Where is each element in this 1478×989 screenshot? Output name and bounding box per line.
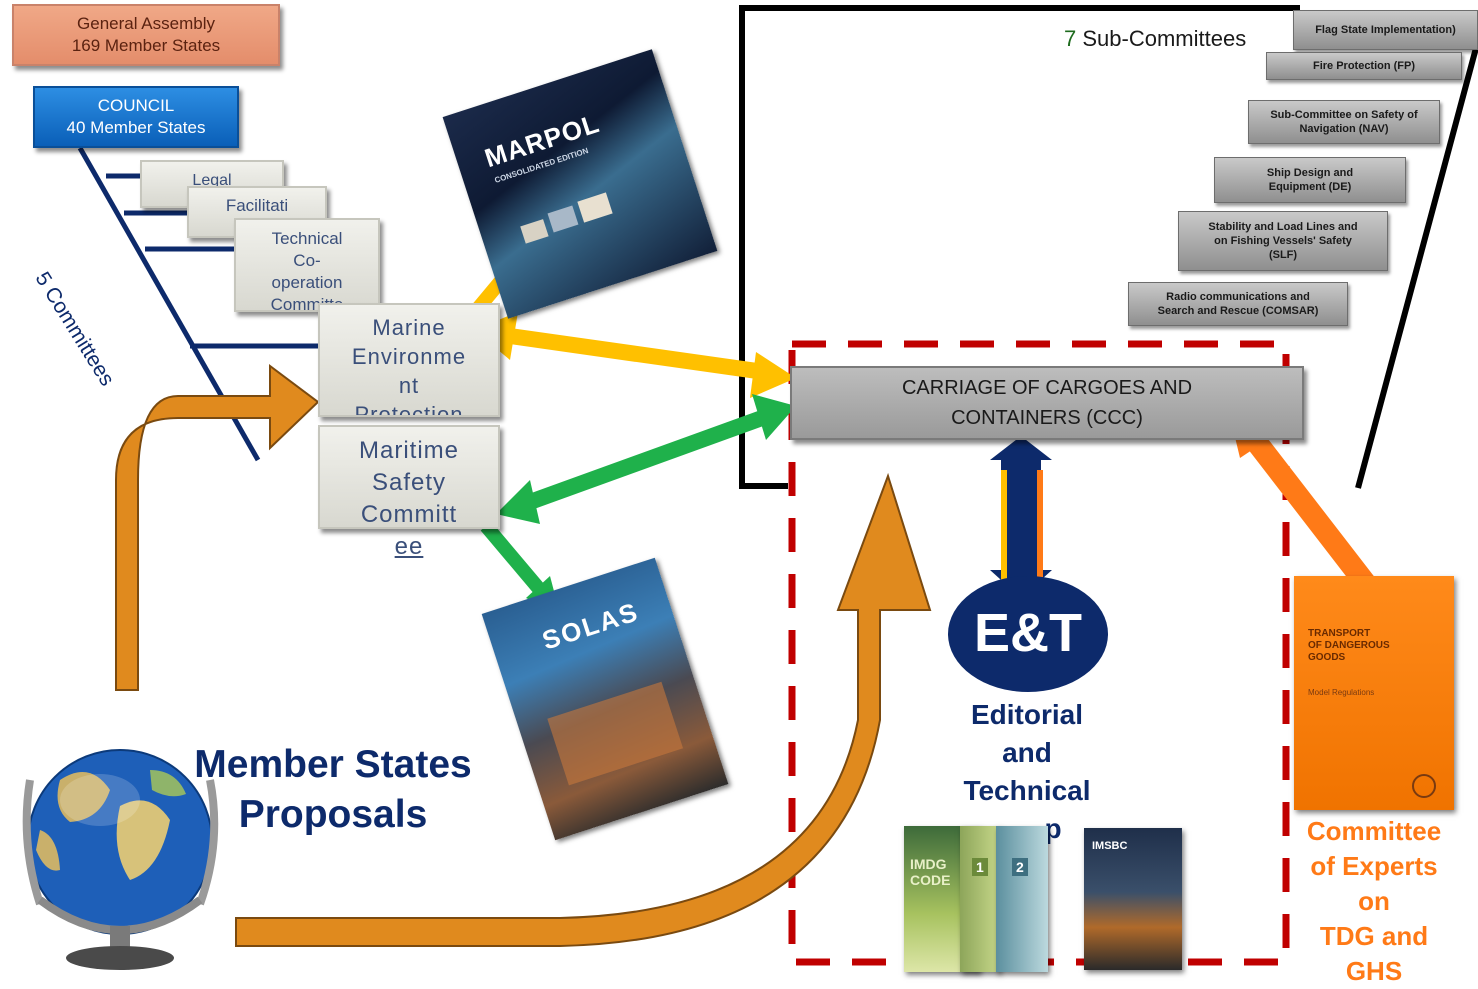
imsbc-title: IMSBC [1092, 840, 1128, 852]
orange-arrow-tdg-ccc [1249, 437, 1375, 591]
et-ellipse [948, 576, 1108, 692]
subcommittee-fp: Fire Protection (FP) [1266, 52, 1462, 80]
council-box: COUNCIL 40 Member States [33, 86, 239, 148]
tdg-line-2: OF DANGEROUS [1308, 640, 1390, 651]
tdg-book-image: TRANSPORT OF DANGEROUS GOODS Model Regul… [1294, 576, 1454, 810]
subcommittees-label: Sub-Committees [1082, 26, 1247, 51]
subcommittee-slf-label: Stability and Load Lines and on Fishing … [1208, 221, 1358, 261]
msc-line-4: ee [394, 533, 424, 560]
msc-line-3: Committ [360, 501, 458, 528]
committee-of-experts-label: Committee of Experts on TDG and GHS [1290, 814, 1458, 989]
subcommittee-comsar: Radio communications and Search and Resc… [1128, 282, 1348, 326]
tdg-line-1: TRANSPORT [1308, 628, 1371, 639]
orange-arrow-to-mepc [115, 364, 320, 691]
et-label-line-3: Technical [963, 775, 1091, 806]
imdg-volume-1-spine: 1 [960, 826, 1000, 972]
ccc-line-1: CARRIAGE OF CARGOES AND [901, 377, 1193, 399]
tc-line-3: operation [271, 273, 343, 292]
et-group-label: Editorial and Technical p [940, 696, 1114, 848]
msc-line-1: Maritime [358, 437, 459, 464]
ccc-box: CARRIAGE OF CARGOES AND CONTAINERS (CCC) [790, 366, 1304, 440]
general-assembly-members: 169 Member States [71, 36, 221, 55]
experts-line-2: of Experts [1310, 851, 1438, 881]
green-arrow-to-solas [480, 521, 546, 595]
legal-committee-label: Legal [192, 172, 232, 189]
member-states-line-2: Proposals [238, 793, 428, 836]
subcommittee-fp-label: Fire Protection (FP) [1312, 60, 1416, 72]
experts-line-4: TDG and [1319, 921, 1429, 951]
ccc-line-2: CONTAINERS (CCC) [951, 407, 1143, 429]
mepc-line-1: Marine [372, 315, 446, 340]
tdg-line-3: GOODS [1308, 652, 1346, 663]
subcommittee-de: Ship Design and Equipment (DE) [1214, 157, 1406, 203]
et-label-line-4: p [1044, 813, 1062, 844]
general-assembly-title: General Assembly [77, 14, 215, 33]
council-title: COUNCIL [97, 96, 175, 115]
experts-line-3: on [1358, 886, 1390, 916]
globe-illustration [22, 749, 219, 970]
et-label-line-2: and [1002, 737, 1052, 768]
et-badge: E&T [974, 603, 1082, 663]
msc-line-2: Safety [371, 469, 447, 496]
subcommittee-fsi-label: Flag State Implementation) [1315, 24, 1456, 36]
subcommittee-comsar-label: Radio communications and Search and Resc… [1157, 291, 1319, 317]
green-arrow-msc-ccc [527, 410, 765, 510]
subcommittee-fsi: Flag State Implementation) [1293, 10, 1478, 50]
yellow-arrow-mepc-ccc [508, 328, 766, 380]
mepc-line-3: nt [398, 373, 420, 398]
subcommittee-nav-label: Sub-Committee on Safety of Navigation (N… [1270, 109, 1418, 135]
subcommittees-count: 7 [1064, 26, 1077, 51]
imdg-title: IMDG CODE [910, 856, 951, 888]
imdg-vol2: 2 [1012, 858, 1028, 876]
imsbc-book-image: IMSBC [1084, 828, 1182, 970]
mepc-committee-box: Marine Environme nt Protection [318, 303, 500, 417]
tdg-sub: Model Regulations [1308, 688, 1375, 697]
msc-committee-box: Maritime Safety Committ ee [318, 425, 500, 560]
mepc-line-4: Protection [354, 402, 464, 417]
general-assembly-box: General Assembly 169 Member States [12, 4, 280, 66]
subcommittee-nav: Sub-Committee on Safety of Navigation (N… [1248, 100, 1440, 144]
mepc-line-2: Environme [351, 344, 467, 369]
member-states-proposals-label: Member States Proposals [178, 740, 488, 840]
et-label-line-1: Editorial [970, 699, 1083, 730]
ccc-et-double-arrow [990, 436, 1052, 600]
solas-title: SOLAS [538, 596, 643, 656]
council-members: 40 Member States [66, 118, 206, 137]
subcommittee-outline [739, 5, 1300, 489]
member-states-line-1: Member States [194, 743, 472, 786]
subcommittee-outline-right [1355, 47, 1478, 489]
experts-line-5: GHS [1345, 956, 1403, 986]
tc-line-1: Technical [271, 229, 343, 248]
imdg-vol1: 1 [972, 858, 988, 876]
un-emblem-icon [1412, 774, 1436, 798]
tc-line-2: Co- [293, 251, 321, 270]
subcommittee-de-label: Ship Design and Equipment (DE) [1266, 167, 1354, 193]
experts-line-1: Committee [1306, 816, 1442, 846]
technical-cooperation-committee-box: Technical Co- operation Committe e [234, 218, 380, 312]
subcommittee-slf: Stability and Load Lines and on Fishing … [1178, 211, 1388, 271]
orange-arrow-to-ccc [235, 472, 932, 947]
facilitation-committee-label: Facilitati [225, 196, 289, 215]
imdg-volume-2-image: 2 [996, 826, 1048, 972]
subcommittees-header: 7 Sub-Committees [1064, 26, 1246, 52]
